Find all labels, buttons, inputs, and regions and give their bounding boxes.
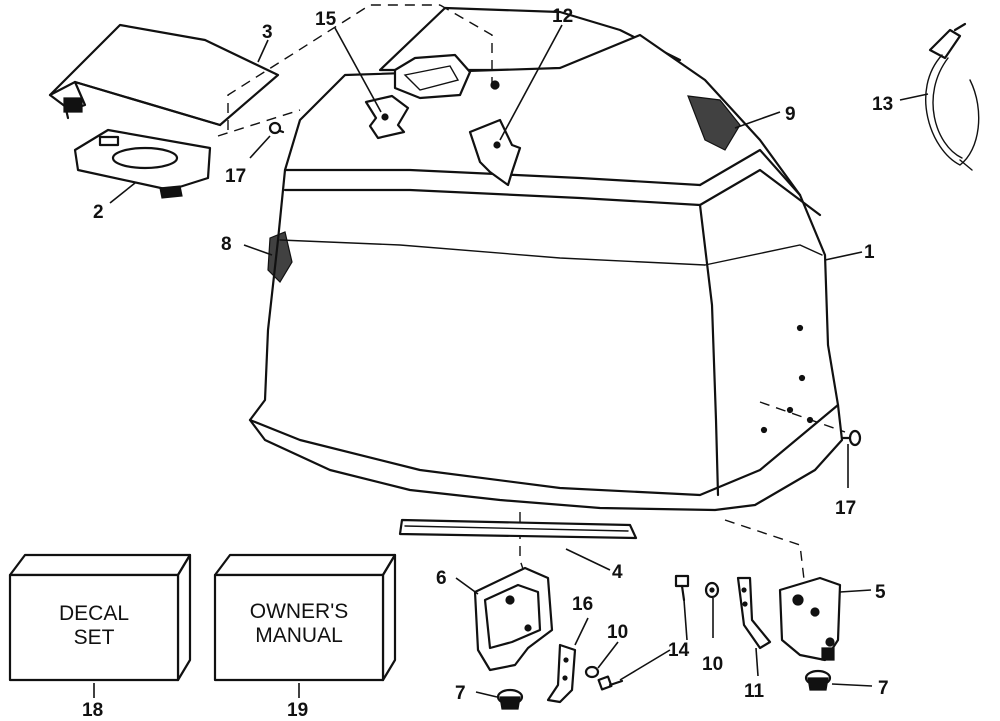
screw-17-top (268, 121, 285, 135)
callout-7-left: 7 (455, 683, 466, 704)
leader-lines (93, 24, 929, 698)
insulation-patch-right (687, 95, 741, 151)
top-cover-part (48, 23, 280, 127)
cable-13-part (925, 22, 980, 171)
washer-10-right-part (704, 581, 720, 599)
screw-small-part (597, 675, 624, 691)
callout-18: 18 (82, 700, 103, 721)
callout-12: 12 (552, 6, 573, 27)
grommet-7-right-part (804, 669, 832, 691)
callout-10-right: 10 (702, 654, 723, 675)
callout-3: 3 (262, 22, 273, 43)
grommet-plate-part (73, 128, 212, 199)
callout-19: 19 (287, 700, 308, 721)
callout-8: 8 (221, 234, 232, 255)
bracket-strip-16-part (546, 643, 577, 704)
air-intake-opening (393, 53, 500, 100)
bracket-12-part (468, 118, 522, 187)
bracket-15-part (364, 94, 410, 140)
callout-13: 13 (872, 94, 893, 115)
callout-16: 16 (572, 594, 593, 615)
seal-strip-part (398, 518, 638, 540)
callout-14: 14 (668, 640, 690, 661)
decal-set-label-line2: SET (74, 626, 115, 649)
decal-set-box: DECAL SET (8, 553, 192, 682)
latch-bracket-6-part (473, 566, 554, 672)
callout-9: 9 (785, 104, 796, 125)
callout-1: 1 (864, 242, 875, 263)
callout-4: 4 (612, 562, 623, 583)
callout-11: 11 (744, 681, 765, 702)
owners-manual-box: OWNER'S MANUAL (213, 553, 397, 682)
grommet-7-left-part (496, 688, 524, 710)
callout-15: 15 (315, 9, 337, 30)
insulation-patch-left (267, 231, 293, 283)
callout-6: 6 (436, 568, 447, 589)
screw-17-side (840, 429, 862, 447)
callout-7-right: 7 (878, 678, 889, 699)
bracket-strip-11-part (736, 576, 772, 650)
owners-manual-label-line2: MANUAL (255, 624, 343, 647)
decal-set-label-line1: DECAL (59, 602, 129, 625)
callout-2: 2 (93, 202, 104, 223)
washer-10-left-part (584, 665, 600, 679)
callout-17-side: 17 (835, 498, 856, 519)
screw-14-part (674, 574, 690, 602)
motor-cover-part (248, 6, 844, 512)
owners-manual-label-line1: OWNER'S (250, 600, 349, 623)
callout-17-top: 17 (225, 166, 246, 187)
callout-10-left: 10 (607, 622, 628, 643)
latch-plate-5-part (778, 576, 842, 662)
callout-5: 5 (875, 582, 886, 603)
